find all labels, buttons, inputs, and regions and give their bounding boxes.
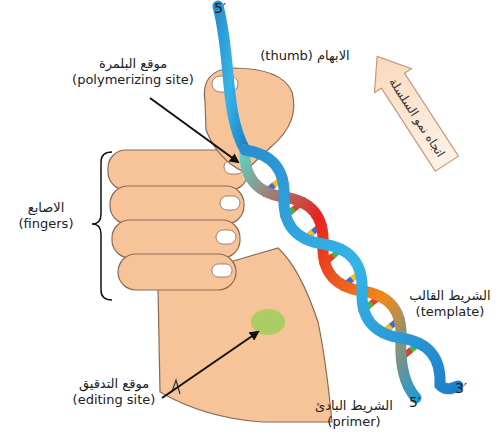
direction-arrow: اتجاه نمو السلسلة [357,43,466,177]
leader-arrow [150,98,238,162]
finger [110,186,244,224]
arrow-text: اتجاه نمو السلسلة [370,63,463,172]
template-strand [245,150,458,389]
finger [118,254,236,290]
part-label: موقع التدقيق (editing site) [58,376,170,408]
strand-end: 5′ [404,394,426,410]
part-label: الابهام (thumb) [238,48,372,64]
strand-end: 5′ [205,0,235,16]
part-label: الشريط البادئ (primer) [306,398,402,430]
primer-strand [245,150,416,398]
part-label: الشريط القالب (template) [400,288,500,320]
template-strand-top [218,6,245,150]
finger [112,220,240,258]
editing-spot [251,309,285,335]
fingernail [212,264,232,277]
part-label: موقع البلمرة (polymerizing site) [66,56,200,88]
part-label: الاصابع (fingers) [8,200,84,232]
fingers-bracket [92,152,112,300]
arrow-outline [359,44,466,175]
strand-end: 3′ [450,380,472,396]
fingernail [220,196,240,210]
leader-arrow [162,332,258,398]
fingernail [216,230,236,244]
